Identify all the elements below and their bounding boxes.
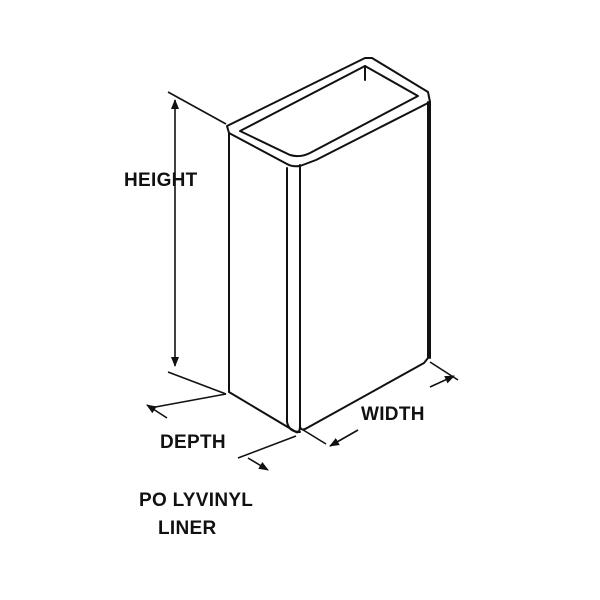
width-extension-right [429, 361, 459, 381]
liner-box [226, 57, 431, 434]
top-rim-outer [226, 57, 431, 168]
depth-label: DEPTH [160, 432, 226, 453]
caption-line-1: PO LYVINYL [139, 490, 254, 511]
width-arrow-left [329, 429, 359, 447]
height-extension-bottom [167, 371, 227, 395]
width-arrow-right [429, 375, 455, 388]
front-face [299, 101, 429, 431]
depth-extension-right [237, 435, 297, 459]
side-face [228, 132, 301, 434]
depth-arrow-right [247, 457, 269, 471]
depth-arrow-left [146, 404, 168, 419]
width-extension-left [299, 427, 327, 445]
height-label: HEIGHT [124, 170, 198, 191]
dimension-lines [146, 91, 459, 471]
front-corner [286, 167, 301, 433]
top-rim-inner [239, 65, 419, 158]
width-label: WIDTH [361, 404, 425, 425]
height-extension-top [167, 91, 227, 125]
depth-extension-left [149, 393, 227, 409]
caption-line-2: LINER [158, 518, 217, 539]
